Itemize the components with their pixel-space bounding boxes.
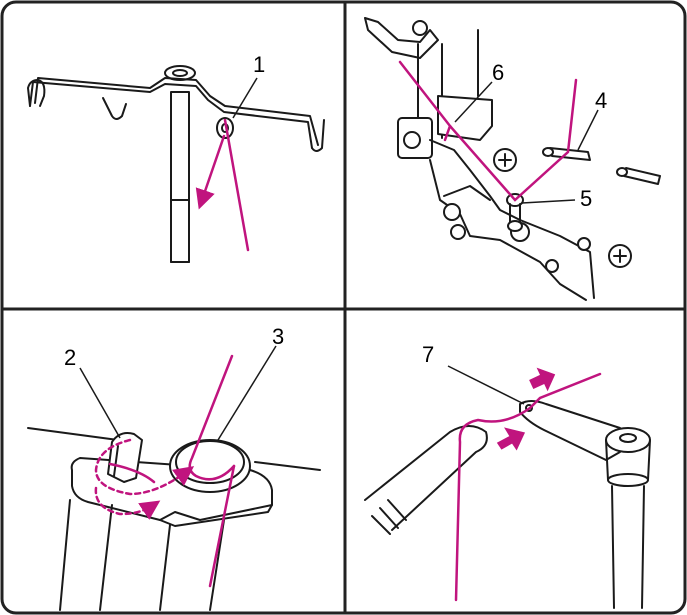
callout-label-1: 1 — [253, 52, 265, 77]
callout-label-7: 7 — [422, 342, 434, 367]
panel-looper-eye — [364, 400, 651, 609]
callout-label-5: 5 — [580, 186, 592, 211]
panel3-thread — [94, 354, 236, 588]
callout-label-4: 4 — [595, 88, 607, 113]
panel2-thread — [398, 60, 578, 202]
callout-label-6: 6 — [492, 60, 504, 85]
stand-arm — [34, 77, 319, 146]
panel4-arrows — [496, 367, 556, 451]
callout-line-5 — [521, 199, 576, 204]
callout-label-3: 3 — [272, 324, 284, 349]
panel-thread-stand — [27, 65, 325, 263]
callout-line-7 — [447, 365, 525, 405]
callout-line-4 — [577, 109, 599, 151]
panel4-thread — [454, 372, 602, 602]
callout-line-2 — [79, 367, 121, 439]
panel-tension-disc — [27, 427, 321, 611]
panel1-thread — [195, 118, 250, 252]
callout-line-6 — [454, 81, 493, 123]
callout-label-2: 2 — [64, 345, 76, 370]
callout-line-3 — [217, 345, 277, 441]
callout-line-1 — [232, 77, 258, 119]
